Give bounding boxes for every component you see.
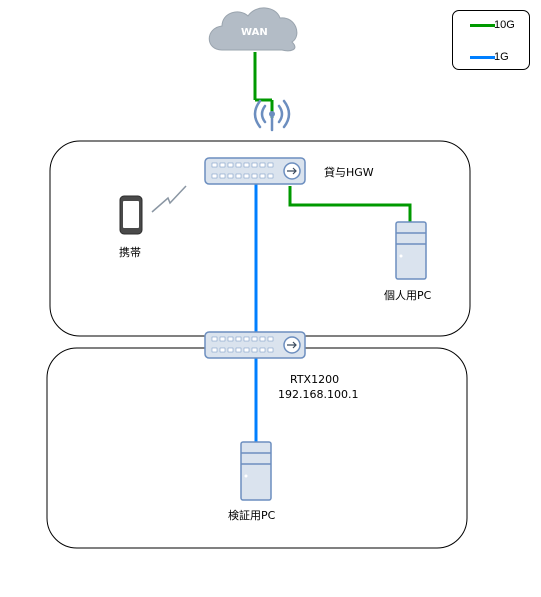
mobile-phone-icon <box>119 195 143 235</box>
mobile-label: 携帯 <box>119 246 141 259</box>
link-hgw-to-personal-pc <box>288 186 412 222</box>
hgw-label: 貸与HGW <box>324 166 374 179</box>
legend-label-10g: 10G <box>494 19 515 31</box>
wan-cloud-icon <box>208 7 298 52</box>
legend-swatch-1g <box>470 56 495 59</box>
wireless-antenna-icon <box>253 99 291 132</box>
legend: 10G 1G <box>452 10 530 70</box>
wan-label: WAN <box>241 27 268 38</box>
legend-label-1g: 1G <box>494 51 509 63</box>
router-ip-label: 192.168.100.1 <box>278 388 359 401</box>
legend-swatch-10g <box>470 24 495 27</box>
wireless-signal-icon <box>151 185 187 213</box>
hgw-switch-icon <box>204 157 306 185</box>
test-pc-label: 検証用PC <box>228 509 276 522</box>
test-pc-icon <box>240 441 272 501</box>
personal-pc-icon <box>395 221 427 280</box>
router-name-label: RTX1200 <box>290 373 340 386</box>
legend-item-1g: 1G <box>453 49 529 65</box>
personal-pc-label: 個人用PC <box>384 289 432 302</box>
legend-item-10g: 10G <box>453 17 529 33</box>
router-switch-icon <box>204 331 306 359</box>
